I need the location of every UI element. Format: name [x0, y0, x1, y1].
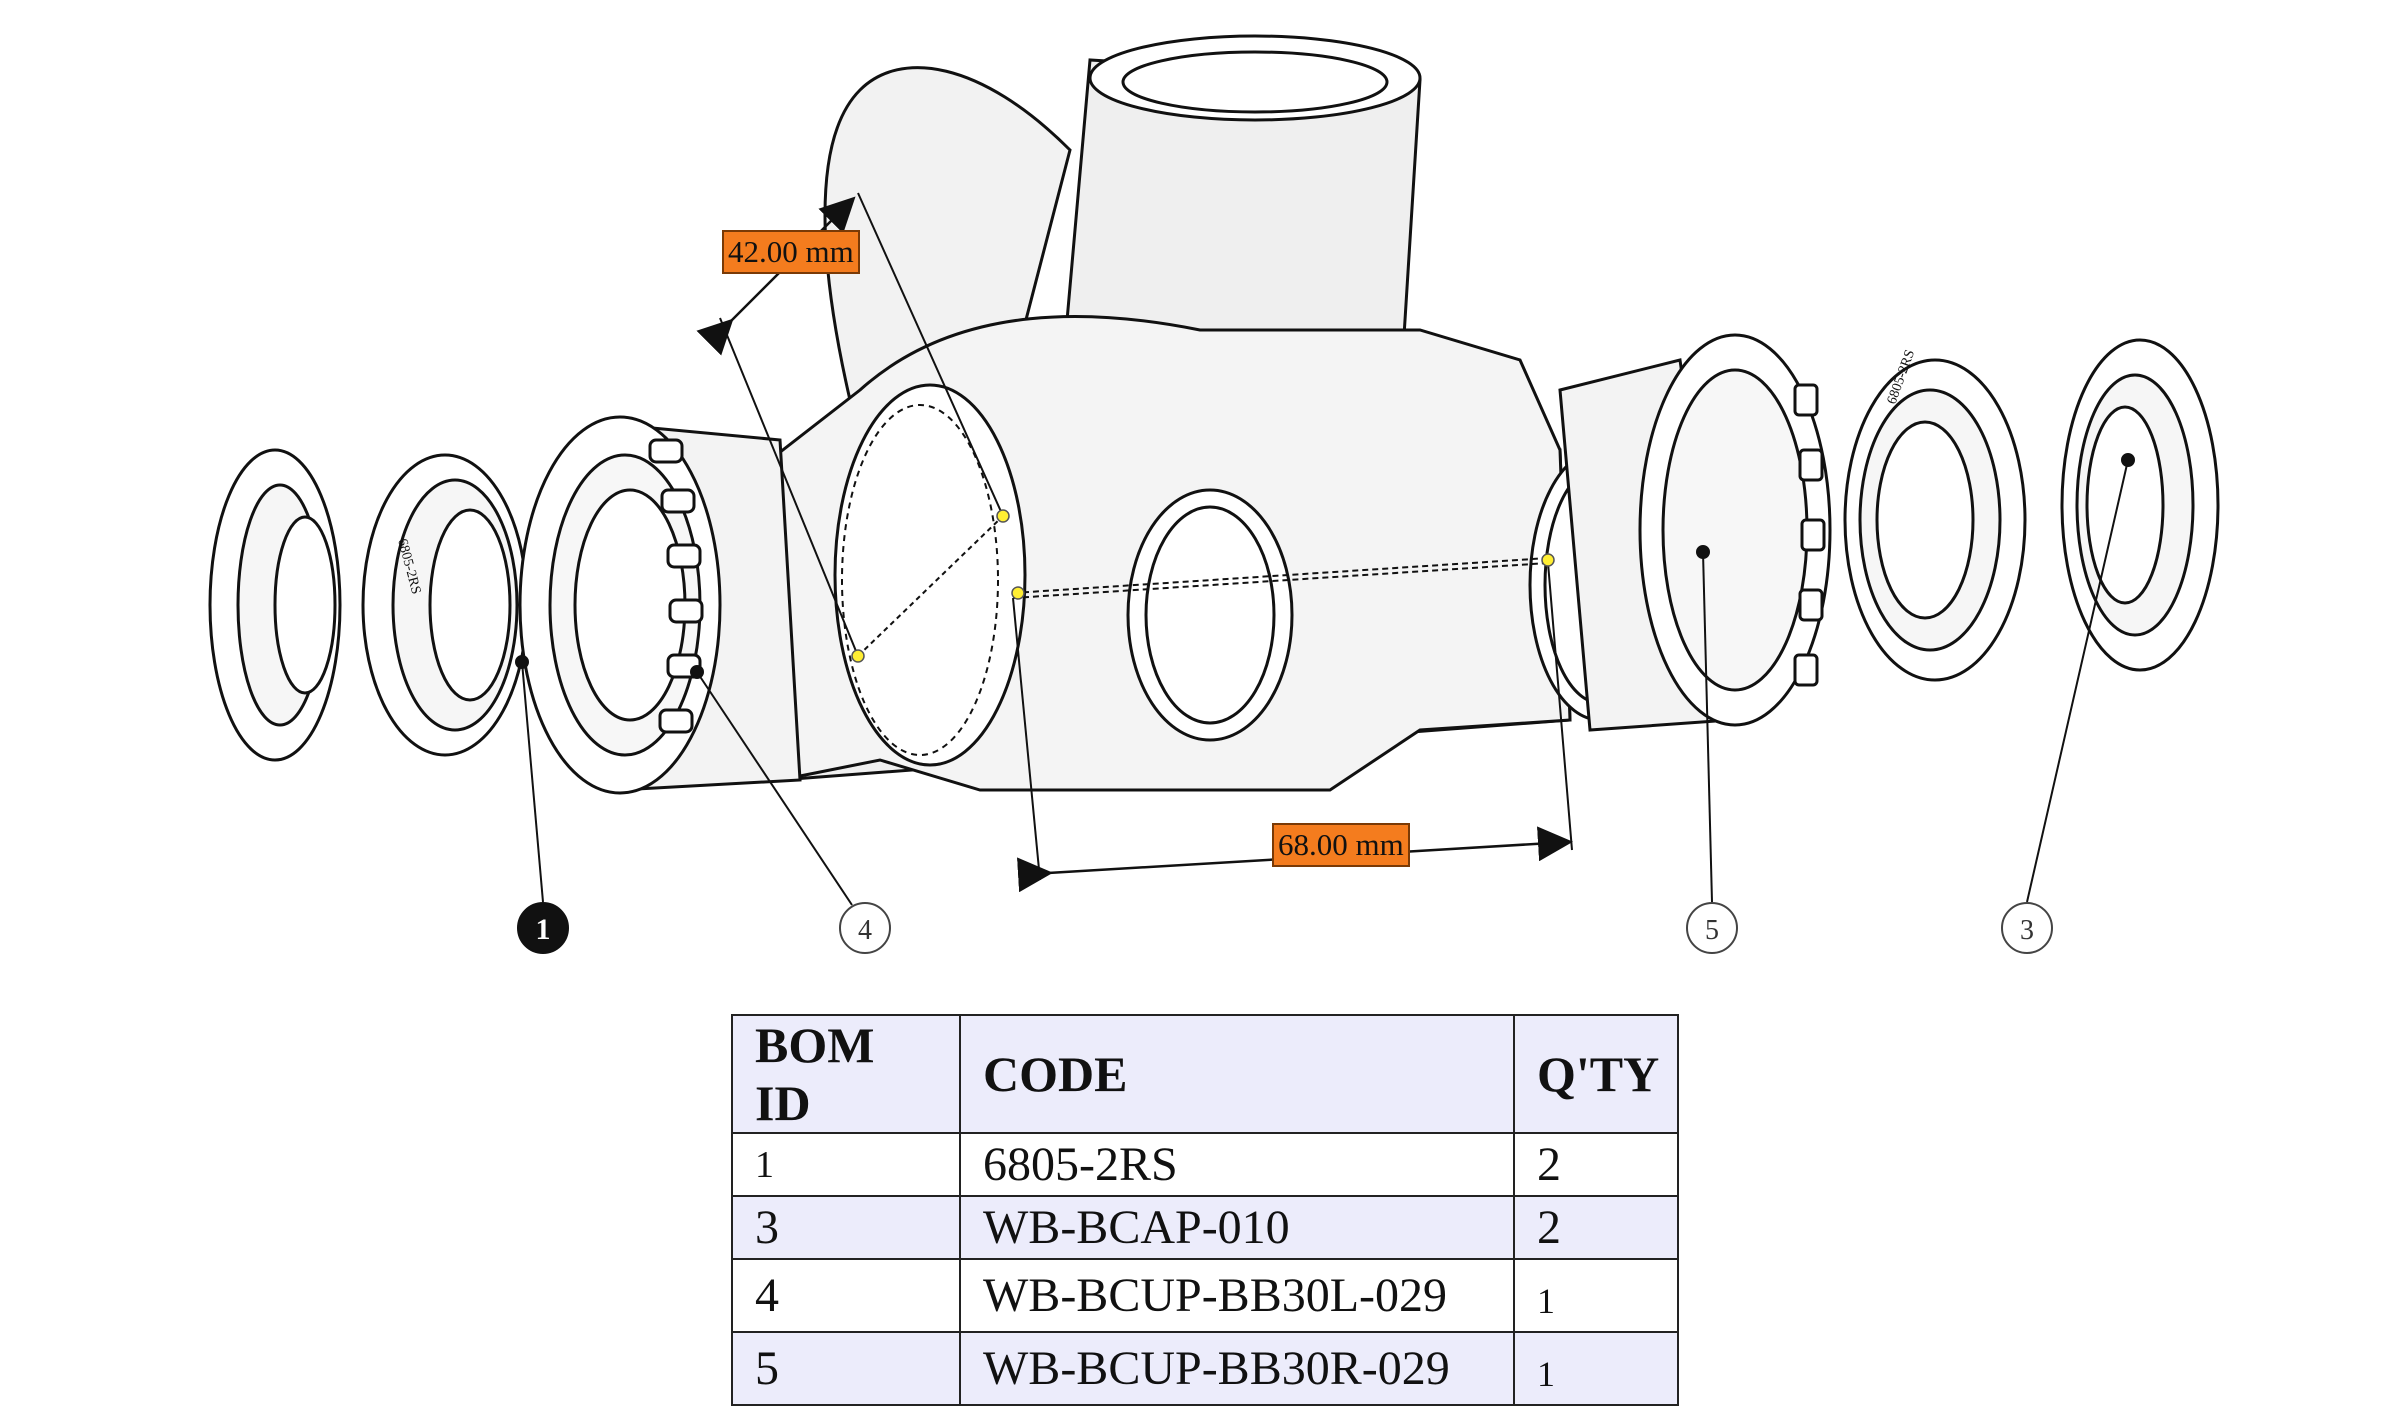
- bom-header-row: BOM ID CODE Q'TY: [731, 1014, 1680, 1134]
- svg-text:1: 1: [536, 913, 551, 946]
- left-bearing-cup: [518, 415, 802, 795]
- bom-cell-code: WB-BCAP-010: [959, 1195, 1515, 1260]
- table-row[interactable]: 4 WB-BCUP-BB30L-029 1: [731, 1258, 1680, 1333]
- bom-cell-code: WB-BCUP-BB30R-029: [959, 1331, 1515, 1406]
- balloon-3[interactable]: 3: [2001, 902, 2053, 954]
- left-bearing: 6805-2RS: [361, 453, 529, 757]
- left-bearing-cap: [208, 448, 342, 762]
- right-bearing-cup: [1558, 333, 1832, 732]
- bom-cell-qty: 2: [1512, 1132, 1680, 1197]
- bom-cell-qty: 1: [1512, 1331, 1680, 1406]
- bom-header-id: BOM ID: [731, 1014, 961, 1134]
- table-row[interactable]: 3 WB-BCAP-010 2: [731, 1195, 1680, 1260]
- bom-header-code: CODE: [959, 1014, 1515, 1134]
- table-row[interactable]: 5 WB-BCUP-BB30R-029 1: [731, 1331, 1680, 1406]
- frame-bb-shell: [768, 34, 1672, 792]
- balloon-5[interactable]: 5: [1686, 902, 1738, 954]
- bom-cell-qty: 2: [1512, 1195, 1680, 1260]
- balloon-4[interactable]: 4: [839, 902, 891, 954]
- bom-header-qty: Q'TY: [1512, 1014, 1680, 1134]
- bom-cell-id: 4: [731, 1258, 961, 1333]
- measurement-lines: [696, 192, 1573, 893]
- right-bearing: 6805-2RS: [1843, 348, 2027, 682]
- exploded-assembly-drawing: 6805-2RS 6805-2RS: [208, 34, 2220, 954]
- dimension-label-shell-width[interactable]: 68.00 mm: [1272, 823, 1410, 867]
- dimension-label-angled[interactable]: 42.00 mm: [722, 230, 860, 274]
- svg-text:4: 4: [858, 915, 872, 946]
- leader-lines: [515, 453, 2135, 906]
- bom-cell-qty: 1: [1512, 1258, 1680, 1333]
- bom-cell-id: 5: [731, 1331, 961, 1406]
- bom-cell-code: WB-BCUP-BB30L-029: [959, 1258, 1515, 1333]
- svg-text:5: 5: [1705, 915, 1719, 946]
- table-row[interactable]: 1 6805-2RS 2: [731, 1132, 1680, 1197]
- bom-table: BOM ID CODE Q'TY 1 6805-2RS 2 3 WB-BCAP-…: [731, 1014, 1680, 1406]
- balloon-1[interactable]: 1: [517, 902, 569, 954]
- bom-cell-id: 1: [731, 1132, 961, 1197]
- bom-cell-code: 6805-2RS: [959, 1132, 1515, 1197]
- measurement-points: [851, 509, 1555, 663]
- svg-text:3: 3: [2020, 915, 2034, 946]
- right-bearing-cap: [2060, 338, 2220, 672]
- bom-cell-id: 3: [731, 1195, 961, 1260]
